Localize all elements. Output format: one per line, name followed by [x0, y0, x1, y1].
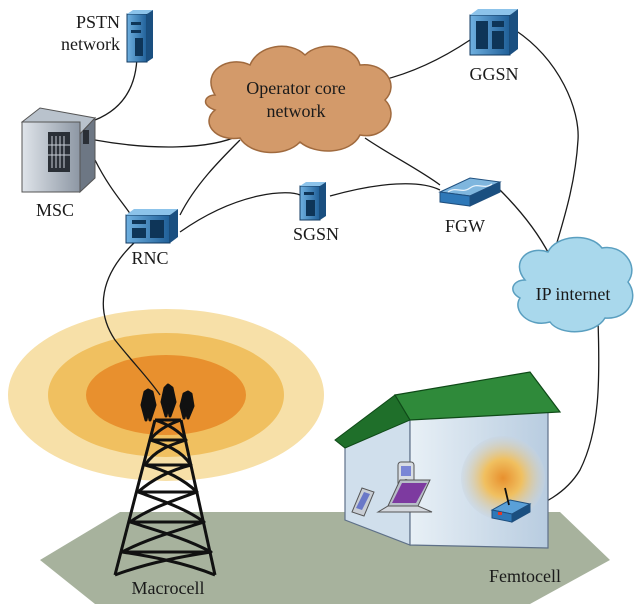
laptop-icon	[376, 479, 433, 513]
ip-internet-cloud-icon	[512, 236, 634, 333]
femto-router-icon	[490, 487, 532, 523]
pstn-server-icon	[126, 10, 153, 63]
femtocell-label: Femtocell	[489, 566, 561, 586]
operator-core-label-line1: Operator core	[246, 78, 345, 98]
fgw-label: FGW	[445, 216, 485, 236]
femtocell-coverage	[461, 436, 545, 520]
macrocell-tower-icon	[113, 383, 217, 577]
pstn-label-line2: network	[61, 34, 120, 54]
operator-core-label-line2: network	[267, 101, 326, 121]
operator-core-cloud-icon	[204, 45, 392, 154]
phone-icon	[351, 487, 375, 517]
pstn-label-line1: PSTN	[76, 12, 120, 32]
sgsn-label: SGSN	[293, 224, 339, 244]
sgsn-server-icon	[299, 182, 326, 221]
msc-label: MSC	[36, 200, 74, 220]
ggsn-server-icon	[469, 9, 518, 56]
rnc-label: RNC	[131, 248, 168, 268]
macrocell-label: Macrocell	[132, 578, 205, 598]
msc-cabinet-icon	[20, 107, 96, 194]
ggsn-label: GGSN	[469, 64, 518, 84]
fgw-gateway-icon	[438, 177, 502, 207]
rnc-server-icon	[125, 209, 178, 244]
ip-internet-label: IP internet	[536, 284, 611, 304]
